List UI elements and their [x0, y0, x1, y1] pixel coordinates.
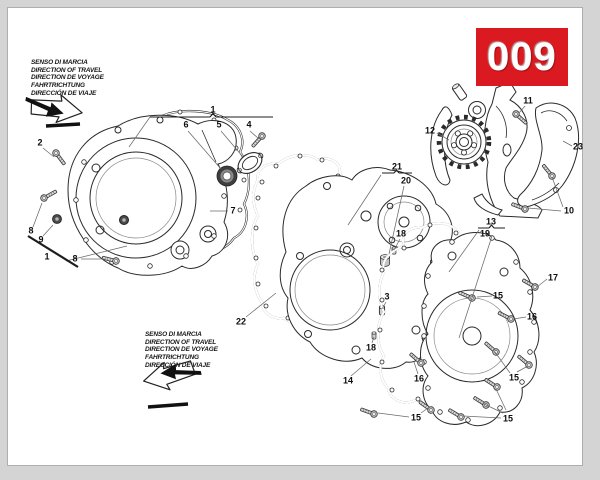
part-callout-5: 5	[216, 119, 222, 130]
part-callout-17: 17	[547, 272, 559, 283]
bolt-icon	[249, 130, 268, 150]
direction-arrow-top-icon	[25, 94, 83, 128]
bolt-icon	[50, 147, 68, 167]
part-callout-9: 9	[38, 234, 44, 245]
direction-line: DIRECCIÓN DE VIAJE	[31, 89, 97, 97]
direction-line: FAHRTRICHTUNG	[31, 82, 85, 90]
part-callout-16: 16	[413, 373, 425, 384]
leader-lines	[32, 105, 573, 419]
direction-line: DIRECTION DE VOYAGE	[145, 346, 218, 354]
sprocket-guide	[430, 106, 453, 186]
part-callout-6: 6	[183, 119, 189, 130]
part-callout-12: 12	[424, 125, 436, 136]
direction-arrow-bottom-icon	[143, 360, 202, 409]
part-callout-15: 15	[502, 413, 514, 424]
part-callout-10: 10	[563, 205, 575, 216]
direction-line: DIRECTION OF TRAVEL	[31, 66, 103, 74]
part-callout-21: 21	[391, 161, 403, 172]
front-sprocket	[436, 114, 492, 170]
sprocket-cover-plate	[451, 81, 543, 219]
part-callout-8: 8	[28, 225, 34, 236]
part-callout-15: 15	[492, 290, 504, 301]
part-callout-3: 3	[384, 291, 390, 302]
direction-line: DIRECCIÓN DE VIAJE	[145, 361, 211, 369]
part-callout-23: 23	[572, 141, 584, 152]
part-callout-7: 7	[230, 205, 236, 216]
bolt-icon	[359, 405, 379, 419]
part-callout-4: 4	[246, 119, 252, 130]
part-callout-1: 1	[210, 104, 216, 115]
clutch-cover	[67, 114, 237, 276]
rubber-grommet	[52, 214, 62, 224]
part-callout-8: 8	[72, 253, 78, 264]
table-number: 009	[487, 34, 557, 79]
bolt-icon	[39, 187, 59, 203]
part-callout-2: 2	[37, 137, 43, 148]
direction-line: FAHRTRICHTUNG	[145, 354, 199, 362]
part-callout-15: 15	[410, 412, 422, 423]
part-callout-18: 18	[395, 228, 407, 239]
part-callout-11: 11	[523, 95, 533, 106]
part-callout-19: 19	[479, 228, 491, 239]
part-callout-22: 22	[235, 316, 247, 327]
direction-of-travel-block-top: SENSO DI MARCIA DIRECTION OF TRAVEL DIRE…	[31, 59, 104, 98]
direction-line: SENSO DI MARCIA	[31, 59, 88, 66]
chain-guard	[517, 102, 580, 208]
seal-ring	[216, 165, 238, 187]
callout-brackets	[27, 112, 505, 268]
direction-of-travel-block-bottom: SENSO DI MARCIA DIRECTION OF TRAVEL DIRE…	[145, 331, 218, 370]
direction-line: DIRECTION OF TRAVEL	[145, 338, 217, 346]
direction-line: SENSO DI MARCIA	[145, 331, 202, 338]
part-callout-16: 16	[526, 311, 538, 322]
part-callout-15: 15	[508, 372, 520, 383]
part-callout-20: 20	[400, 175, 412, 186]
generator-outer-cover	[420, 232, 540, 427]
part-callout-13: 13	[485, 216, 497, 227]
part-callout-18: 18	[365, 342, 377, 353]
bearing-flange	[236, 151, 264, 175]
part-callout-1: 1	[44, 251, 50, 262]
direction-line: DIRECTION DE VOYAGE	[31, 74, 104, 82]
part-callout-14: 14	[342, 375, 354, 386]
table-number-badge: 009	[476, 28, 568, 86]
